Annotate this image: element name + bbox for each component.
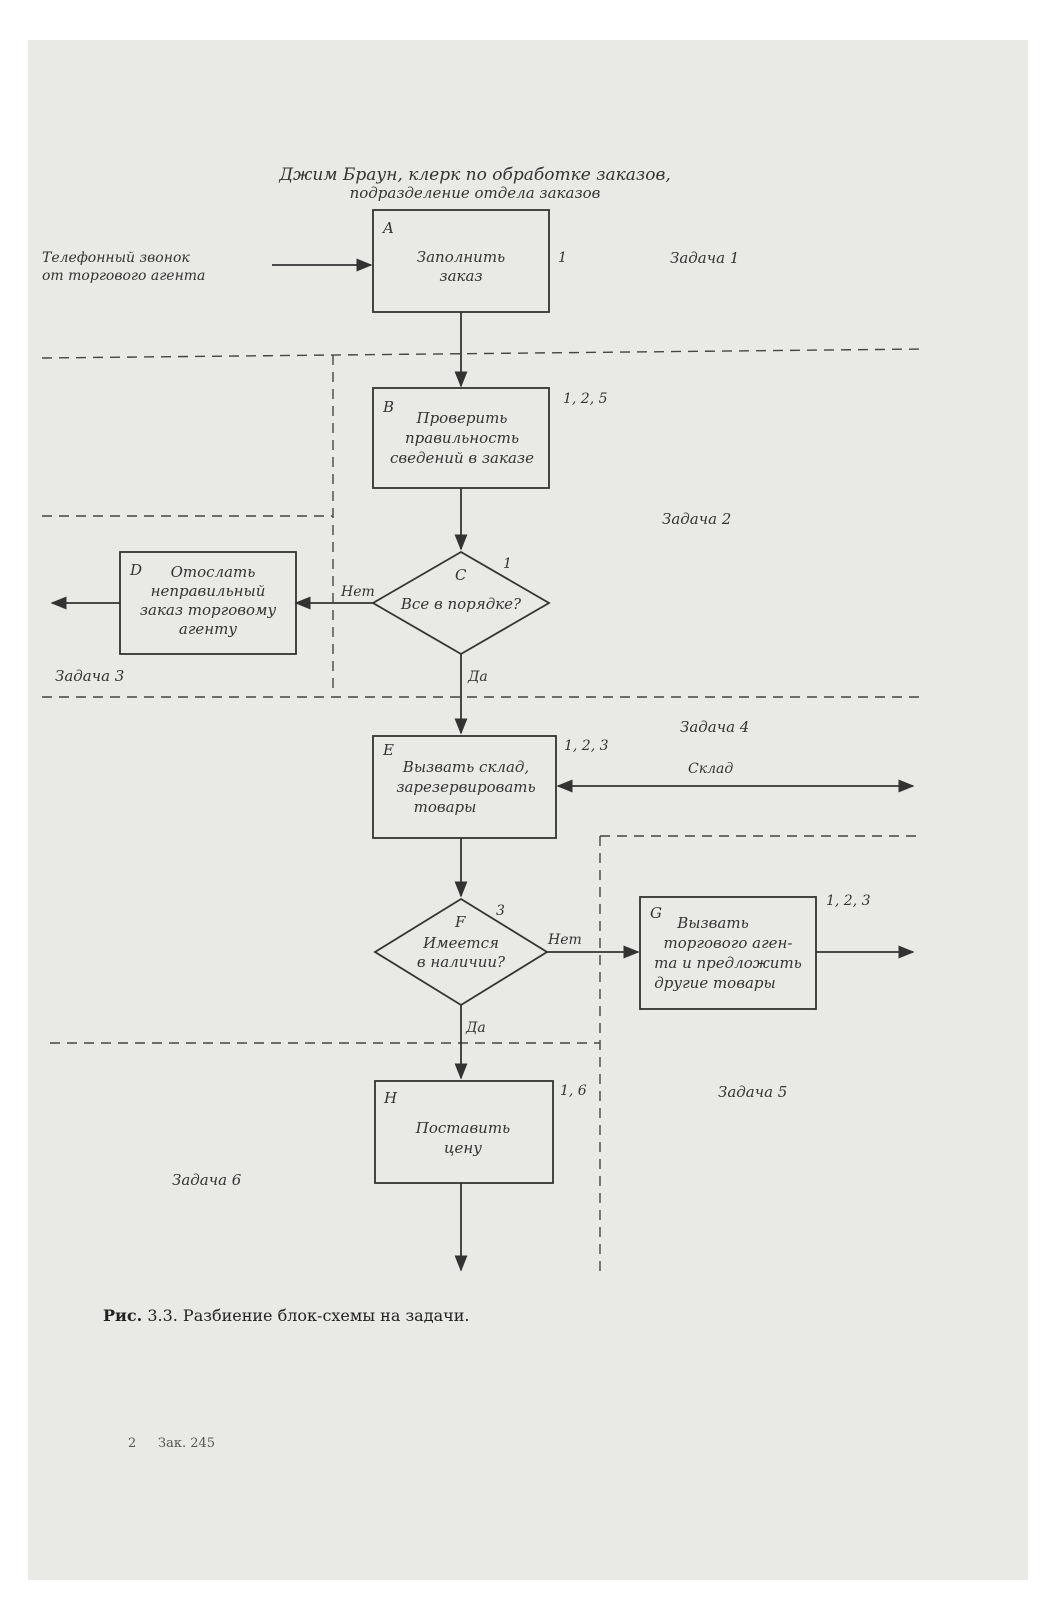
node-f: F Имеется в наличии? 3 xyxy=(373,897,549,1007)
node-g-line-1: Вызвать xyxy=(676,914,748,932)
edge-c-no-label: Нет xyxy=(340,584,375,600)
node-c-refs: 1 xyxy=(503,556,512,572)
node-h-letter: H xyxy=(383,1089,398,1107)
node-b-line-1: Проверить xyxy=(416,409,508,427)
node-e-line-2: зарезервировать xyxy=(396,778,535,796)
node-g-letter: G xyxy=(650,904,662,922)
node-b-letter: B xyxy=(382,398,394,416)
node-h-box xyxy=(374,1080,554,1184)
node-c-letter: C xyxy=(455,566,467,584)
node-b: B Проверить правильность сведений в зака… xyxy=(372,387,608,489)
edge-f-no-label: Нет xyxy=(547,932,582,948)
node-f-letter: F xyxy=(454,913,466,931)
task-label-6: Задача 6 xyxy=(172,1171,242,1189)
node-a: A Заполнить заказ 1 xyxy=(372,209,567,313)
footer-mark: 2 xyxy=(128,1436,136,1451)
header-line-1: Джим Браун, клерк по обработке заказов, xyxy=(278,165,671,185)
node-a-letter: A xyxy=(381,219,394,237)
node-b-refs: 1, 2, 5 xyxy=(563,391,608,407)
edge-c-yes-label: Да xyxy=(467,669,488,685)
header-line-2: подразделение отдела заказов xyxy=(350,184,601,202)
node-e-box xyxy=(372,735,557,839)
node-a-refs: 1 xyxy=(558,250,567,266)
node-f-refs: 3 xyxy=(496,903,505,919)
figure-caption: Рис. 3.3. Разбиение блок-схемы на задачи… xyxy=(103,1306,469,1325)
node-h-line-1: Поставить xyxy=(415,1119,510,1137)
node-h-refs: 1, 6 xyxy=(560,1083,587,1099)
task-label-1: Задача 1 xyxy=(670,249,739,267)
node-a-line-1: Заполнить xyxy=(417,248,505,266)
node-d-letter: D xyxy=(129,561,142,579)
node-g: G Вызвать торгового аген- та и предложит… xyxy=(639,893,871,1010)
node-b-line-3: сведений в заказе xyxy=(390,449,534,467)
node-c-line-1: Все в порядке? xyxy=(400,595,522,613)
node-e-letter: E xyxy=(382,741,394,759)
node-c: C Все в порядке? 1 xyxy=(371,550,551,656)
caption-text: 3.3. Разбиение блок-схемы на задачи. xyxy=(147,1306,469,1325)
task-label-5: Задача 5 xyxy=(718,1083,787,1101)
input-label-line-1: Телефонный звонок xyxy=(42,250,190,266)
edge-f-yes-label: Да xyxy=(465,1020,486,1036)
node-b-line-2: правильность xyxy=(405,429,519,447)
node-g-refs: 1, 2, 3 xyxy=(826,893,871,909)
node-h-line-2: цену xyxy=(444,1139,482,1157)
paper-sheet xyxy=(28,40,1028,1580)
boundary-task1-bottom xyxy=(41,348,926,359)
footer-text: Зак. 245 xyxy=(158,1436,215,1451)
caption-prefix: Рис. xyxy=(103,1306,142,1325)
node-g-line-4: другие товары xyxy=(654,974,775,992)
node-e: E Вызвать склад, зарезервировать товары … xyxy=(372,735,609,839)
node-f-line-1: Имеется xyxy=(422,934,499,952)
node-d-line-1: Отослать xyxy=(171,563,256,581)
node-g-line-3: та и предложить xyxy=(654,954,802,972)
node-e-line-3: товары xyxy=(414,798,477,816)
node-a-line-2: заказ xyxy=(439,267,482,285)
node-h: H Поставить цену 1, 6 xyxy=(374,1080,587,1184)
node-f-line-2: в наличии? xyxy=(417,953,506,971)
node-g-box xyxy=(639,896,817,1010)
node-d-line-4: агенту xyxy=(179,620,238,638)
node-g-line-2: торгового аген- xyxy=(664,934,793,952)
node-e-line-1: Вызвать склад, xyxy=(402,758,529,776)
task-boundaries xyxy=(41,348,926,1275)
task-label-3: Задача 3 xyxy=(55,667,124,685)
node-d-line-2: неправильный xyxy=(151,582,266,600)
edge-warehouse-label: Склад xyxy=(688,761,733,777)
node-d-line-3: заказ торговому xyxy=(140,601,277,619)
node-e-refs: 1, 2, 3 xyxy=(564,738,609,754)
task-label-2: Задача 2 xyxy=(662,510,731,528)
node-d: D Отослать неправильный заказ торговому … xyxy=(119,551,297,655)
input-label-line-2: от торгового агента xyxy=(42,268,205,284)
task-label-4: Задача 4 xyxy=(680,718,749,736)
